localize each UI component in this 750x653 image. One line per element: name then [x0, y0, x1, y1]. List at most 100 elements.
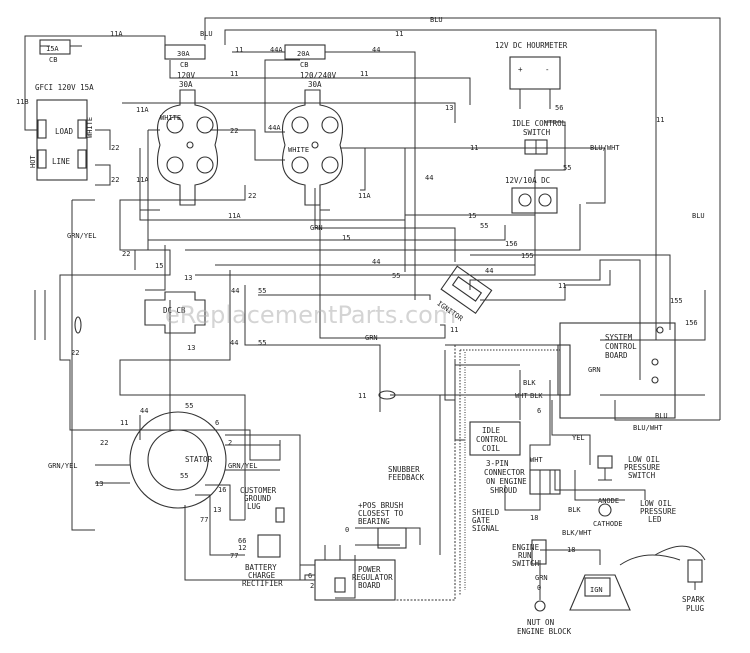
wire-label-13: 13: [187, 344, 195, 352]
dc-breaker-label: DC CB: [163, 306, 186, 315]
rectifier-line1: BATTERY: [245, 563, 277, 572]
hourmeter-plus: +: [518, 65, 523, 74]
led-anode: ANODE: [598, 497, 619, 505]
wire-label-55: 55: [185, 402, 193, 410]
shield-line3: SIGNAL: [472, 524, 500, 533]
wire-label-22: 22: [111, 144, 119, 152]
wire-labels: BLU BLU BLU/WHT BLU BLU BLU/WHT 11A 11 1…: [16, 16, 705, 592]
wire-label-2: 2: [310, 582, 314, 590]
engine-block-ground: NUT ON ENGINE BLOCK: [517, 600, 572, 636]
engine-connector: 3-PIN CONNECTOR ON ENGINE SHROUD: [484, 459, 561, 495]
wire-label-12: 12: [238, 544, 246, 552]
wire-label-yel: YEL: [572, 434, 585, 442]
ground-lug: CUSTOMER GROUND LUG: [240, 486, 285, 523]
receptacle-240v: 120/240V 30A WHITE: [281, 71, 344, 206]
wire-label-grn: GRN: [535, 574, 548, 582]
brush-assembly: +POS BRUSH CLOSEST TO BEARING: [358, 501, 407, 549]
wire-label-0: 0: [537, 584, 541, 592]
wire-label-blu-wht: BLU/WHT: [633, 424, 663, 432]
wire-label-13: 13: [95, 480, 103, 488]
kill-switch-line1: ENGINE: [512, 543, 540, 552]
wire-label-55: 55: [563, 164, 571, 172]
wire-label-11: 11: [360, 70, 368, 78]
gfci-hot: HOT: [29, 155, 37, 168]
breaker-15a-type: CB: [49, 56, 57, 64]
stator: STATOR: [129, 411, 227, 509]
regulator-line1: POWER: [358, 565, 381, 574]
receptacle-240v-voltage: 120/240V: [300, 71, 337, 80]
idle-coil-line2: CONTROL: [476, 435, 508, 444]
spark-line1: SPARK: [682, 595, 705, 604]
wire-label-11a: 11A: [110, 30, 123, 38]
wire-label-55: 55: [480, 222, 488, 230]
wire-label-44a: 44A: [268, 124, 281, 132]
gfci-load: LOAD: [55, 127, 74, 136]
wire-label-55: 55: [258, 339, 266, 347]
wire-label-16: 16: [218, 486, 226, 494]
snubber-line2: FEEDBACK: [388, 473, 425, 482]
led-cathode: CATHODE: [593, 520, 623, 528]
breaker-30a-type: CB: [180, 61, 188, 69]
wire-label-55: 55: [392, 272, 400, 280]
wire-label-blu: BLU: [430, 16, 443, 24]
wire-label-blk: BLK: [568, 506, 581, 514]
wire-label-18: 18: [567, 546, 575, 554]
idle-coil-line3: COIL: [482, 444, 501, 453]
gfci-title: GFCI 120V 15A: [35, 83, 94, 92]
wire-label-155: 155: [670, 297, 683, 305]
engine-run-switch: ENGINE RUN SWITCH: [512, 539, 547, 568]
idle-coil-line1: IDLE: [482, 426, 501, 435]
idle-switch-line2: SWITCH: [523, 128, 551, 137]
wires: [24, 17, 721, 600]
wire-label-55: 55: [258, 287, 266, 295]
wire-label-11a: 11A: [136, 176, 149, 184]
wire-label-6: 6: [537, 407, 541, 415]
receptacle-240v-white: WHITE: [288, 146, 309, 154]
shielded-cables: [345, 345, 560, 601]
connector-line2: CONNECTOR: [484, 468, 525, 477]
wire-label-blu: BLU: [655, 412, 668, 420]
wire-label-44: 44: [425, 174, 433, 182]
wire-label-18: 18: [530, 514, 538, 522]
engine-block-line2: ENGINE BLOCK: [517, 627, 572, 636]
regulator-line3: BOARD: [358, 581, 381, 590]
wire-label-44a: 44A: [270, 46, 283, 54]
wire-label-grn: GRN: [588, 366, 601, 374]
receptacle-240v-amps: 30A: [308, 80, 322, 89]
engine-block-line1: NUT ON: [527, 618, 554, 627]
inline-fuse: [378, 390, 396, 400]
wire-label-15: 15: [468, 212, 476, 220]
wire-label-wht: WHT: [530, 456, 543, 464]
led-line2: PRESSURE: [640, 507, 677, 516]
wire-label-blu: BLU: [692, 212, 705, 220]
wire-label-22: 22: [111, 176, 119, 184]
wire-label-wht: WHT: [515, 392, 528, 400]
wire-label-11: 11: [120, 419, 128, 427]
gfci-receptacle: GFCI 120V 15A LOAD LINE WHITE HOT: [29, 83, 94, 181]
oil-switch-line3: SWITCH: [628, 471, 656, 480]
wire-label-grn: GRN: [365, 334, 378, 342]
wire-label-155: 155: [521, 252, 534, 260]
dc-receptacle-title: 12V/10A DC: [505, 176, 550, 185]
wire-label-77: 77: [200, 516, 208, 524]
wire-label-44: 44: [231, 287, 239, 295]
idle-switch-line1: IDLE CONTROL: [512, 119, 567, 128]
wire-label-6: 6: [308, 572, 312, 580]
led-line3: LED: [648, 515, 662, 524]
wire-label-44: 44: [485, 267, 493, 275]
wire-label-blu-wht: BLU/WHT: [590, 144, 620, 152]
wire-label-44: 44: [372, 46, 380, 54]
wire-label-44: 44: [372, 258, 380, 266]
kill-switch-line3: SWITCH: [512, 559, 540, 568]
ground-lug-line3: LUG: [247, 502, 261, 511]
wire-label-11: 11: [358, 392, 366, 400]
wire-label-13: 13: [445, 104, 453, 112]
wire-label-0: 0: [345, 526, 349, 534]
wire-label-11: 11: [450, 326, 458, 334]
wire-label-22: 22: [122, 250, 130, 258]
wire-label-6: 6: [215, 419, 219, 427]
ground-lug-line2: GROUND: [244, 494, 272, 503]
wire-label-grn-yel: GRN/YEL: [228, 462, 258, 470]
connector-line3: ON ENGINE: [486, 477, 527, 486]
battery-charge-rectifier: BATTERY CHARGE RECTIFIER: [242, 534, 283, 588]
